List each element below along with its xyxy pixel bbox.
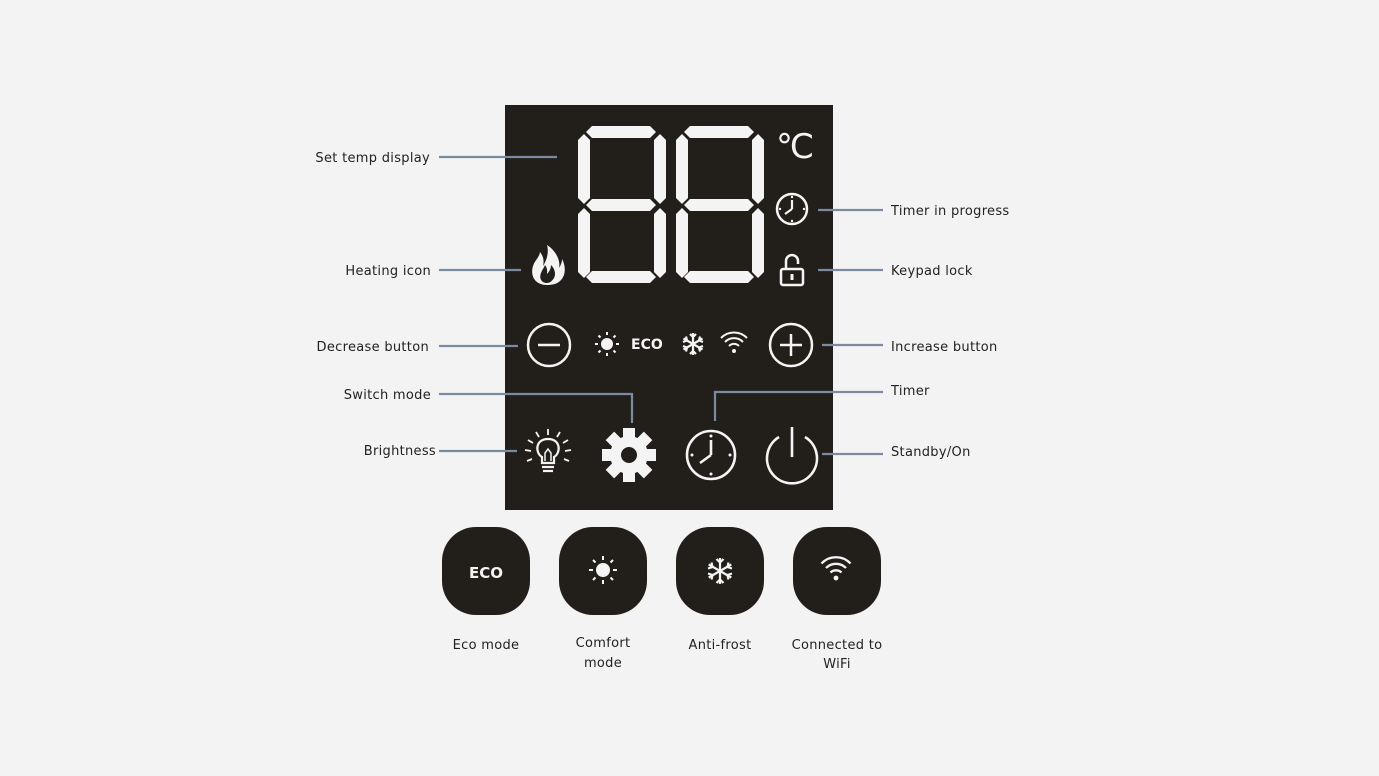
eco-indicator-text: ECO [631,337,663,353]
celsius-unit: ℃ [776,127,814,167]
label-eco-mode: Eco mode [453,638,520,653]
decrease-button[interactable] [526,322,572,368]
mode-tile-eco: ECO [442,527,530,615]
mode-tile-comfort [559,527,647,615]
mode-tile-anti-frost [676,527,764,615]
label-comfort-line1: Comfort [576,636,631,651]
label-increase-button: Increase button [891,340,998,355]
label-decrease-button: Decrease button [317,340,429,355]
label-brightness: Brightness [364,444,436,459]
label-timer: Timer [890,384,930,399]
snowflake-icon [707,558,733,584]
sun-icon [589,556,617,584]
mode-tile-wifi [793,527,881,615]
leader-lines [439,155,883,456]
standby-on-button[interactable] [765,427,819,485]
label-keypad-lock: Keypad lock [891,264,973,279]
label-heating-icon: Heating icon [345,264,431,279]
label-timer-in-progress: Timer in progress [890,204,1010,219]
keypad-lock-icon [779,253,805,287]
sun-indicator-icon [595,332,619,356]
label-set-temp-display: Set temp display [315,151,430,166]
label-wifi-line1: Connected to [792,638,883,653]
label-comfort-line2: mode [584,656,622,671]
wifi-icon [820,556,852,581]
label-anti-frost: Anti-frost [689,638,752,653]
label-standby-on: Standby/On [891,445,971,460]
increase-button[interactable] [768,322,814,368]
wifi-indicator-icon [720,331,748,353]
label-wifi-line2: WiFi [823,657,851,672]
timer-button[interactable] [685,429,737,481]
switch-mode-button[interactable] [602,428,656,482]
eco-icon: ECO [469,564,503,582]
label-switch-mode: Switch mode [344,388,431,403]
heating-icon [532,245,565,285]
snowflake-indicator-icon [682,333,704,355]
control-panel [505,105,833,510]
timer-in-progress-icon [775,192,809,226]
brightness-button[interactable] [524,429,572,473]
